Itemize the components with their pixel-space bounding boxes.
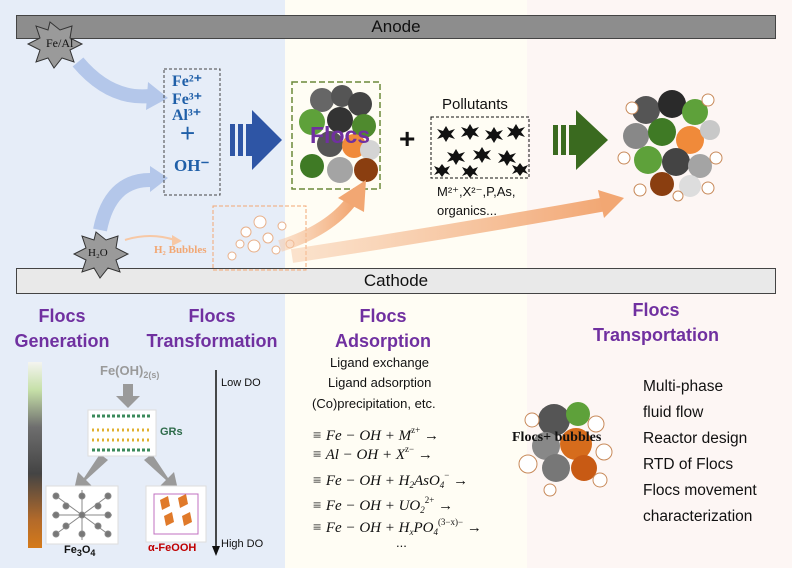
eq2-sup: z− [405,444,415,454]
equation-metal: ≡ Fe − OH + Mz+ → [312,425,439,445]
eq3-text: ≡ Fe − OH + H [312,473,410,489]
magnetite-structure-icon [45,485,119,545]
low-do-label: Low DO [221,377,261,389]
eq1-arrow: → [423,428,439,444]
transport-floc-cluster [518,402,613,497]
grs-to-magnetite-arrow [74,454,108,490]
bubbles-to-flocs-arrow [278,180,366,252]
plus-sign: + [399,123,416,154]
cathode-bar: Cathode [16,268,776,294]
eq4-text: ≡ Fe − OH + UO [312,498,421,514]
precursor-formula: Fe(OH) [100,363,144,378]
ions-plus: + [180,118,196,148]
ions-box [163,68,221,196]
eq3-sub1: 2 [409,480,414,490]
transport-item-movement: Flocs movement [643,482,757,499]
do-gradient-bar [28,362,42,548]
mechanism-coprecipitation: (Co)precipitation, etc. [312,396,436,411]
eq4-sup: 2+ [424,495,435,505]
grs-to-goethite-arrow [144,454,178,490]
eq5-sup: (3−x)− [437,517,464,527]
ion-hydroxide: OH⁻ [174,156,210,175]
eq3-sub2: 4 [439,480,445,490]
eq4-sub: 2 [420,505,425,515]
transport-item-reactor: Reactor design [643,430,748,447]
eq1-sup: z+ [411,425,421,435]
equation-anion: ≡ Al − OH + Xz− → [312,444,433,464]
transportation-title: Flocs Transportation [592,300,719,345]
metal-to-ions-arrow [72,57,168,110]
do-arrow [212,370,220,556]
transport-list: Multi-phase fluid flow Reactor design RT… [643,374,757,530]
loaded-flocs-cluster [617,90,723,202]
ion-al3: Al³⁺ [172,107,202,124]
eq5-sub2: 4 [433,527,438,537]
mechanism-ligand-exchange: Ligand exchange [330,355,430,370]
green-rust-structure-icon [87,409,157,457]
goethite-structure-icon [145,485,207,543]
eq1-text: ≡ Fe − OH + M [312,428,412,444]
eq3-mid: AsO [413,473,440,489]
magnetite-sub2: 4 [90,548,96,558]
pollutants-box [430,116,530,179]
anode-bar: Anode [16,15,776,39]
high-do-label: High DO [221,538,264,550]
ion-fe3: Fe³⁺ [172,91,203,108]
eq3-arrow: → [453,473,469,489]
flocs-cluster [299,85,380,183]
magnetite-sub1: 3 [76,548,82,558]
transport-item-multiphase: Multi-phase [643,378,724,395]
flocs-label: Flocs [310,122,371,148]
eq4-arrow: → [438,498,454,514]
magnetite-o: O [81,544,91,556]
equation-arsenate: ≡ Fe − OH + H2AsO4− → [312,470,468,490]
water-label: H₂O [88,247,108,259]
grs-label: GRs [160,426,183,438]
precursor-label: Fe(OH)2(s) [100,363,159,380]
transport-item-rtd: RTD of Flocs [643,456,734,473]
transport-item-characterization: characterization [643,508,753,525]
flocs-box [291,81,381,190]
eq5-arrow: → [466,520,482,536]
metal-starburst-icon [26,21,84,69]
magnetite-fe: Fe [64,544,77,556]
equation-uranyl: ≡ Fe − OH + UO22+ → [312,495,453,515]
bubbles-label: H₂ Bubbles [154,244,207,256]
adsorption-arrow [553,110,608,170]
eq3-sup: − [444,470,450,480]
water-to-bubbles-arrowhead [172,235,182,246]
pollutants-title: Pollutants [442,96,508,113]
metal-label: Fe/Al [46,36,74,50]
mechanism-ligand-adsorption: Ligand adsorption [328,375,432,390]
eq5-text: ≡ Fe − OH + H [312,520,410,536]
water-starburst-icon [72,231,130,279]
pollutants-list2: organics... [437,203,497,218]
pollutants-list: M²⁺,X²⁻,P,As, [437,184,516,199]
transformation-title: Flocs Transformation [146,306,278,351]
eq2-text: ≡ Al − OH + X [312,447,406,463]
goethite-label: α-FeOOH [148,542,197,554]
precursor-subscript: 2(s) [143,370,160,380]
flocs-bubbles-label: Flocs+ bubbles [512,430,602,445]
transport-item-fluid-flow: fluid flow [643,404,704,421]
ions-to-flocs-arrow [230,110,282,170]
equation-phosphate: ≡ Fe − OH + HxPO4(3−x)− → [312,517,482,537]
eq2-arrow: → [417,447,433,463]
pollutant-stars [434,124,528,178]
equation-ellipsis: ... [396,535,407,550]
hydrogen-bubbles [227,215,295,261]
precursor-to-grs-arrow [116,384,140,408]
water-to-bubbles-arrow [124,235,176,241]
water-to-ions-arrow [93,166,168,232]
ion-fe2: Fe²⁺ [172,73,203,90]
magnetite-label: Fe3O4 [64,544,95,558]
bubbles-box [212,205,307,271]
eq5-sub1: x [409,527,414,537]
eq5-mid: PO [413,520,434,536]
bubbles-to-transport-arrow [290,190,624,263]
adsorption-title: Flocs Adsorption [335,306,431,351]
generation-title: Flocs Generation [14,306,110,351]
